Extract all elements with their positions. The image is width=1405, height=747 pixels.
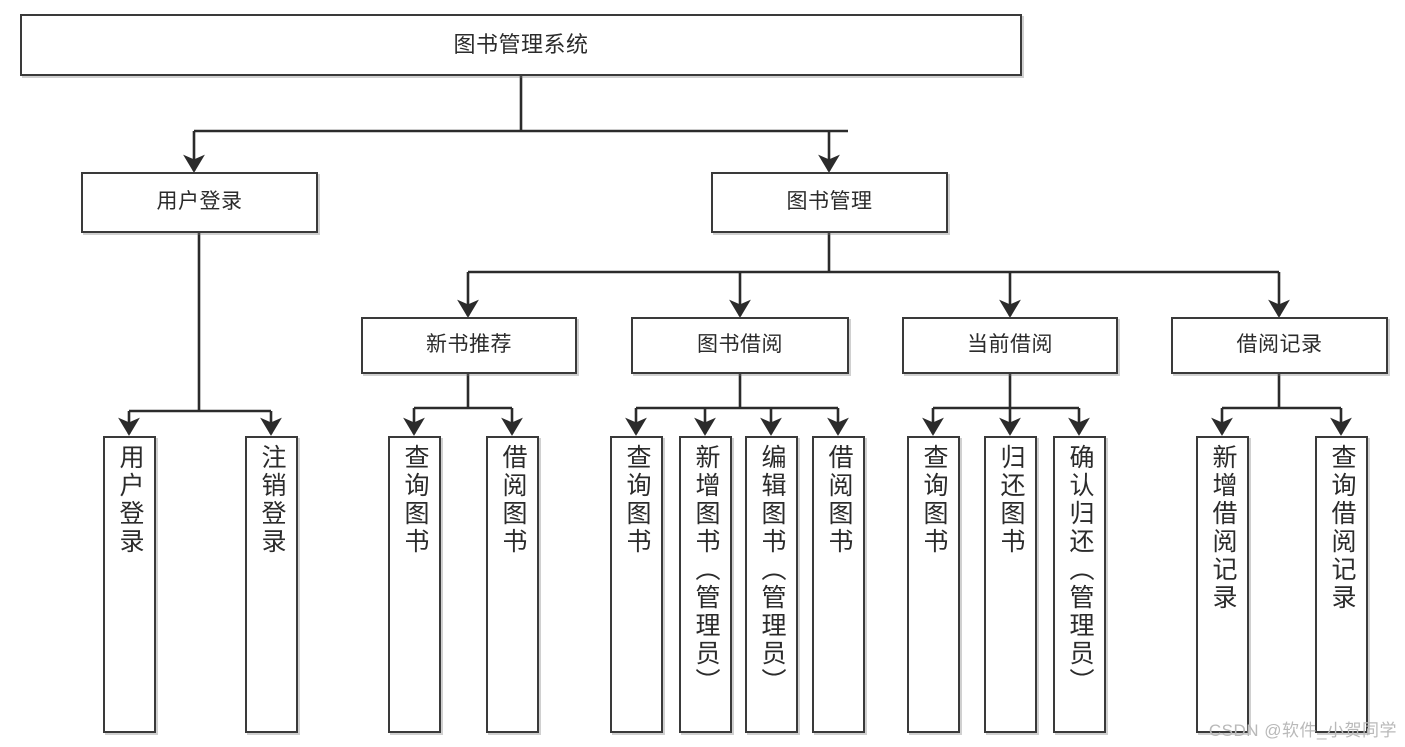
node-leaf-user-login-signout-label: 注销登录 [258, 444, 286, 556]
node-leaf-user-login-signin[interactable]: 用户登录 [103, 436, 156, 733]
node-book-borrow-label: 图书借阅 [697, 333, 783, 357]
node-leaf-current-return[interactable]: 归还图书 [984, 436, 1037, 733]
node-leaf-borrow-add-book-label: 新增图书（管理员） [692, 444, 720, 696]
node-leaf-new-book-query-label: 查询图书 [401, 444, 429, 556]
node-leaf-borrow-add-book[interactable]: 新增图书（管理员） [679, 436, 732, 733]
node-root-label: 图书管理系统 [453, 32, 589, 58]
watermark: CSDN @软件_小贺同学 [1208, 721, 1397, 740]
node-leaf-new-book-borrow[interactable]: 借阅图书 [486, 436, 539, 733]
node-leaf-current-confirm-return-label: 确认归还（管理员） [1066, 444, 1094, 696]
node-leaf-current-query[interactable]: 查询图书 [907, 436, 960, 733]
node-borrow-record-label: 借阅记录 [1236, 333, 1323, 357]
node-leaf-borrow-borrow-book-label: 借阅图书 [825, 444, 853, 556]
node-leaf-borrow-query[interactable]: 查询图书 [610, 436, 663, 733]
node-leaf-record-add[interactable]: 新增借阅记录 [1196, 436, 1249, 733]
node-leaf-current-confirm-return[interactable]: 确认归还（管理员） [1053, 436, 1106, 733]
node-leaf-user-login-signout[interactable]: 注销登录 [245, 436, 298, 733]
node-leaf-borrow-query-label: 查询图书 [623, 444, 651, 556]
node-leaf-borrow-edit-book[interactable]: 编辑图书（管理员） [745, 436, 798, 733]
node-leaf-record-query[interactable]: 查询借阅记录 [1315, 436, 1368, 733]
node-leaf-current-return-label: 归还图书 [997, 444, 1025, 556]
node-leaf-current-query-label: 查询图书 [920, 444, 948, 556]
node-leaf-user-login-signin-label: 用户登录 [116, 444, 144, 556]
node-new-book-recommend-label: 新书推荐 [426, 333, 512, 357]
node-leaf-record-add-label: 新增借阅记录 [1209, 444, 1237, 612]
node-root[interactable]: 图书管理系统 [20, 14, 1022, 76]
node-leaf-new-book-borrow-label: 借阅图书 [499, 444, 527, 556]
node-current-borrow[interactable]: 当前借阅 [902, 317, 1118, 374]
node-leaf-new-book-query[interactable]: 查询图书 [388, 436, 441, 733]
node-leaf-record-query-label: 查询借阅记录 [1328, 444, 1356, 612]
node-user-login-label: 用户登录 [156, 190, 243, 214]
node-current-borrow-label: 当前借阅 [967, 333, 1053, 357]
node-user-login[interactable]: 用户登录 [81, 172, 318, 233]
node-leaf-borrow-borrow-book[interactable]: 借阅图书 [812, 436, 865, 733]
node-book-management[interactable]: 图书管理 [711, 172, 948, 233]
node-book-borrow[interactable]: 图书借阅 [631, 317, 849, 374]
node-book-management-label: 图书管理 [786, 190, 873, 214]
node-leaf-borrow-edit-book-label: 编辑图书（管理员） [758, 444, 786, 696]
node-borrow-record[interactable]: 借阅记录 [1171, 317, 1388, 374]
node-new-book-recommend[interactable]: 新书推荐 [361, 317, 577, 374]
